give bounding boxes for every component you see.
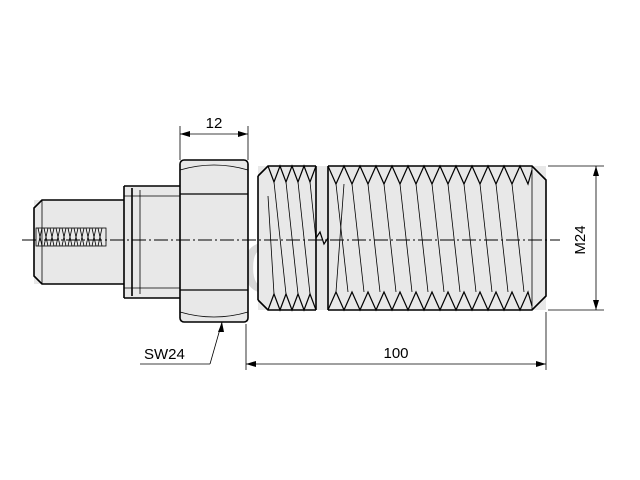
collar xyxy=(123,185,180,299)
threaded-shank xyxy=(257,164,547,312)
wrench-size-label: SW24 xyxy=(144,346,185,363)
dimension-thread-size: M24 xyxy=(548,165,604,311)
thread-length-label: 100 xyxy=(383,345,408,362)
dimension-thread-length: 100 xyxy=(245,312,547,370)
thread-size-label: M24 xyxy=(572,225,589,254)
dimension-hex-width: 12 xyxy=(179,115,249,160)
hex-width-label: 12 xyxy=(206,115,223,132)
leader-wrench-size: SW24 xyxy=(140,321,224,365)
hex-nut xyxy=(179,159,249,323)
spigot xyxy=(33,199,124,285)
